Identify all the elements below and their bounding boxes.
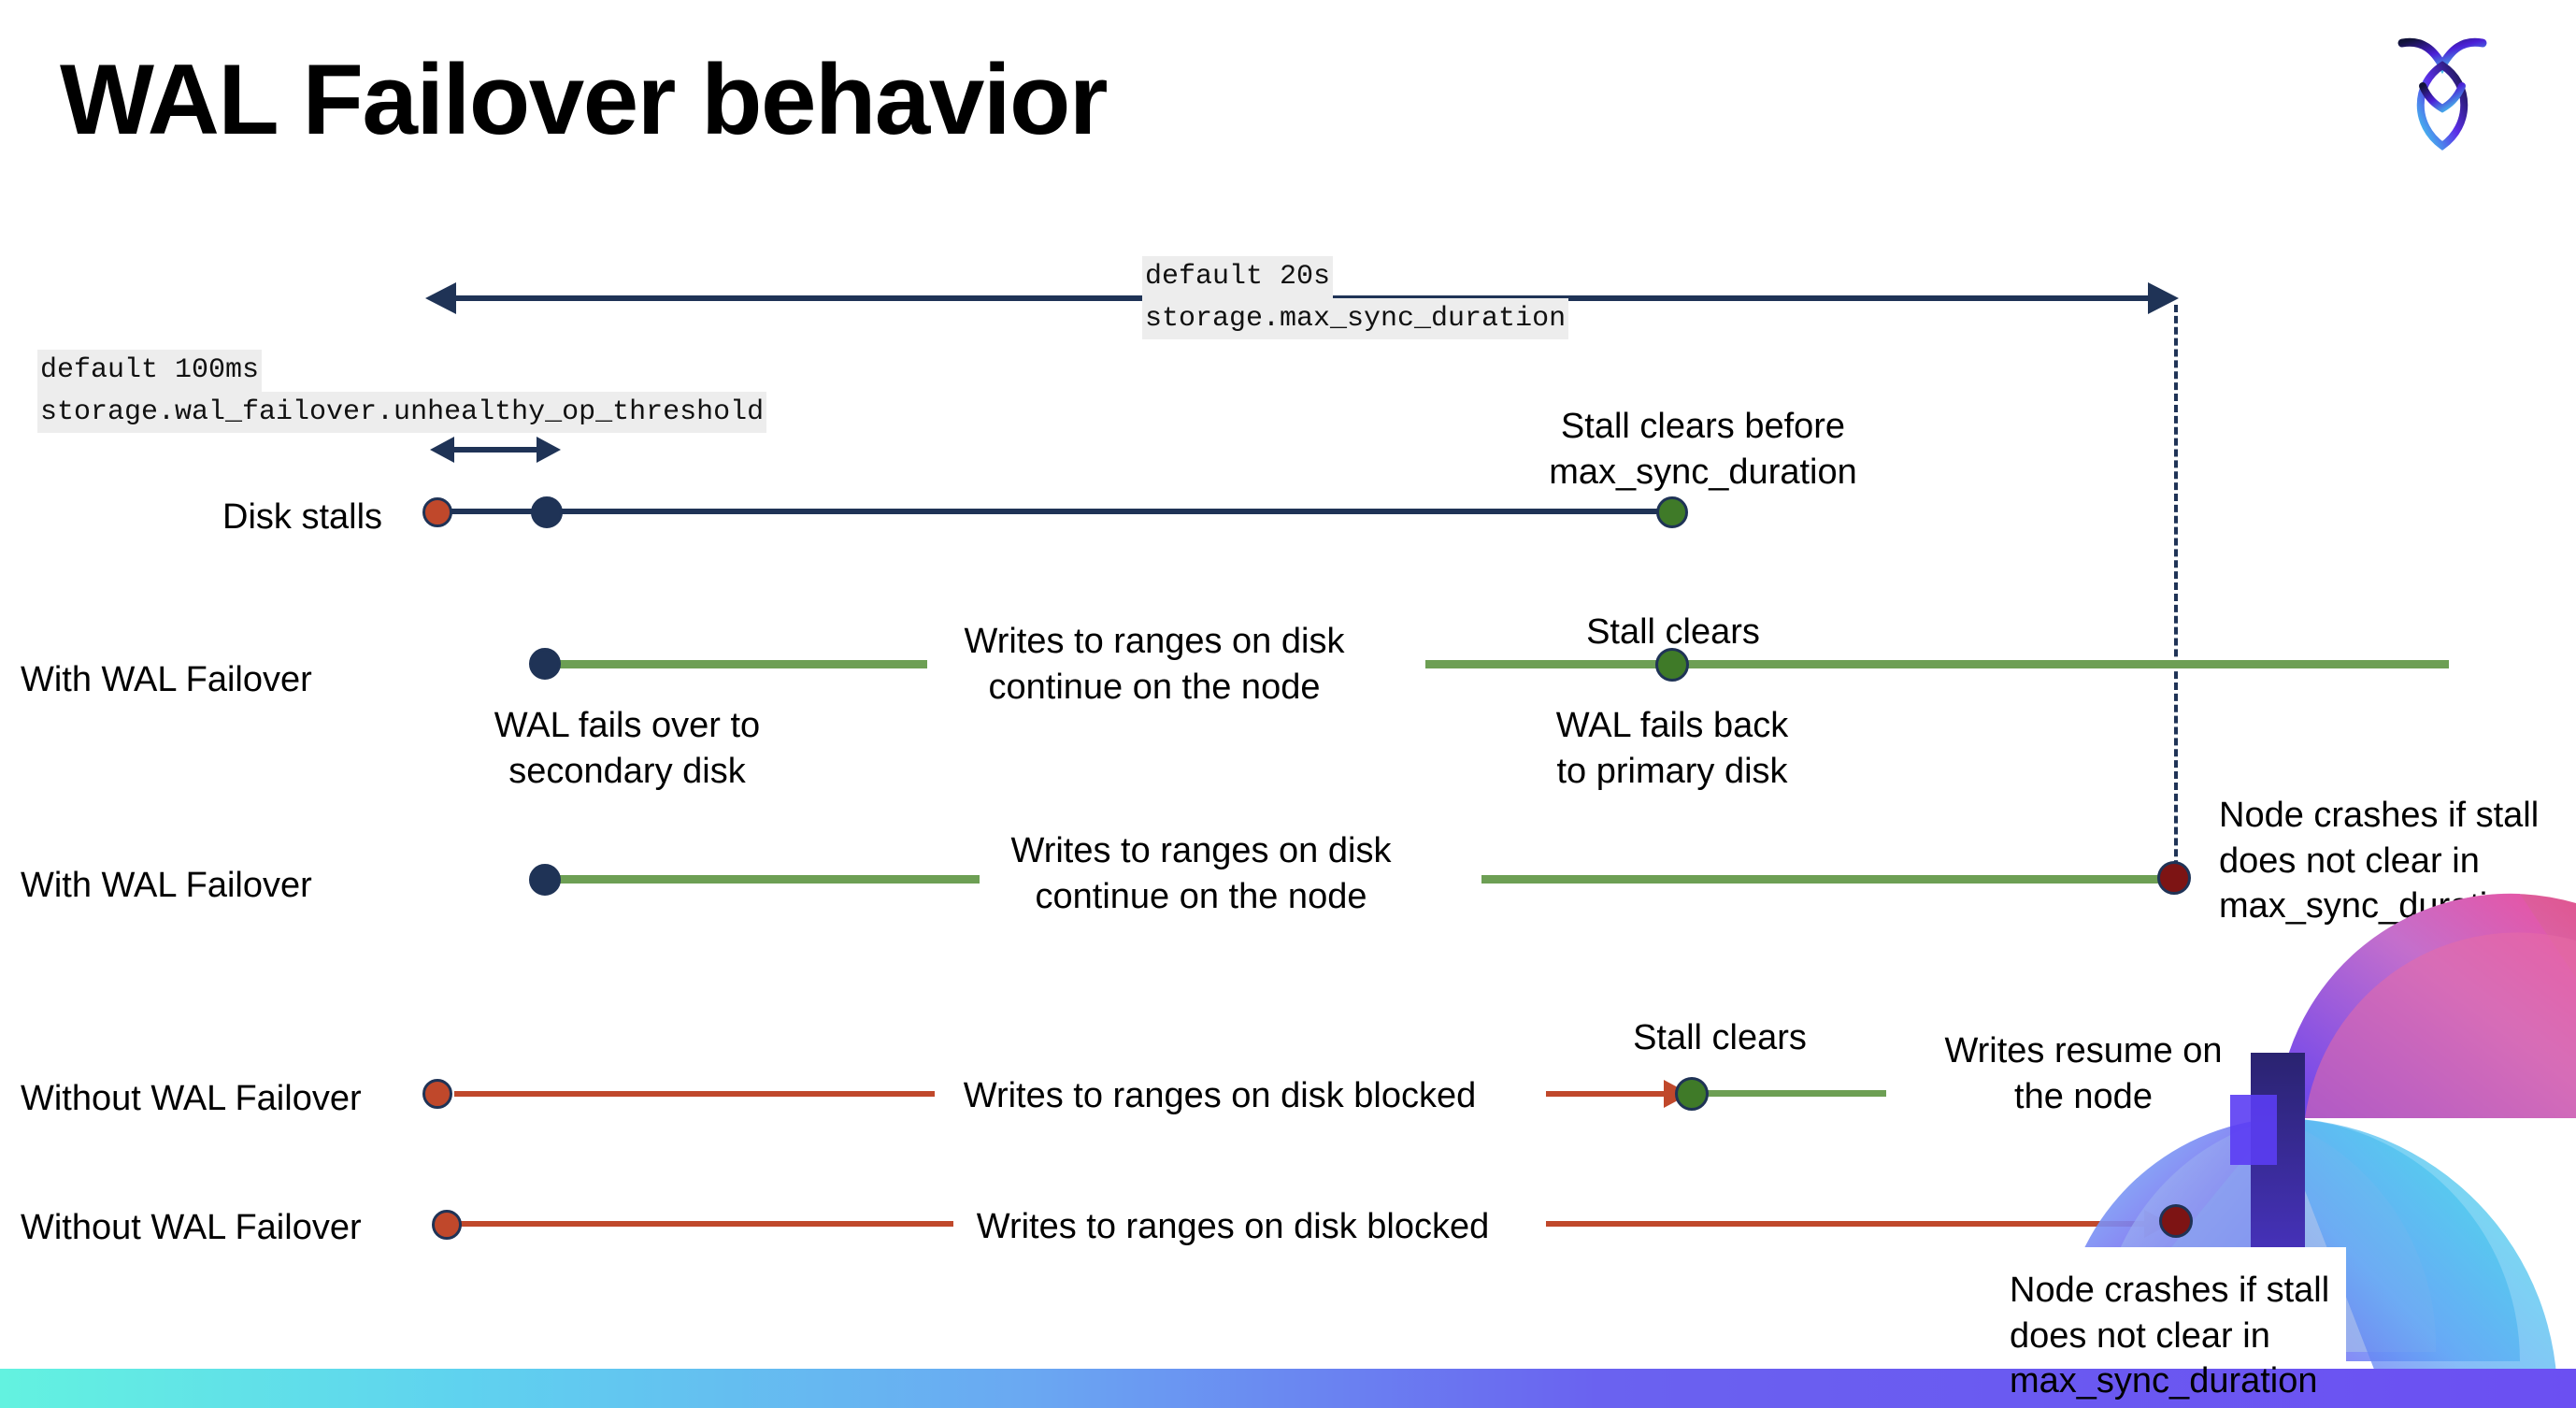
with-wal-failover-1-start-note: WAL fails over to secondary disk — [494, 706, 761, 791]
without-wal-failover-2-mid-note: Writes to ranges on disk blocked — [976, 1207, 1490, 1246]
with-wal-failover-1-mid-note: Writes to ranges on disk continue on the… — [964, 622, 1345, 707]
with-wal-failover-1-line-left — [546, 660, 927, 668]
with-wal-failover-1-start-dot — [529, 648, 561, 680]
with-wal-failover-1-event-note: Stall clears — [1586, 612, 1760, 652]
without-wal-failover-2-start-dot — [432, 1210, 462, 1240]
without-wal-failover-1-mid-note: Writes to ranges on disk blocked — [963, 1076, 1477, 1115]
without-wal-failover-2-crash-note: Node crashes if stall does not clear in … — [2010, 1271, 2330, 1401]
with-wal-failover-2-crash-note: Node crashes if stall does not clear in … — [2219, 796, 2540, 927]
disk-stall-start-dot — [422, 497, 452, 527]
without-wal-failover-2-crash-dot — [2159, 1204, 2193, 1238]
max-sync-setting-name: storage.max_sync_duration — [1142, 297, 1569, 340]
max-sync-arrow-left-head — [425, 282, 456, 314]
bottom-gradient-bar — [0, 1369, 2576, 1408]
with-wal-failover-1-failback-note: WAL fails back to primary disk — [1555, 706, 1789, 791]
cockroachdb-logo — [2382, 26, 2503, 157]
without-wal-failover-1-green-line-far — [2290, 1090, 2449, 1097]
with-wal-failover-2-start-dot — [529, 864, 561, 896]
unhealthy-op-span-line — [452, 447, 538, 453]
without-wal-failover-1-resume-note: Writes resume on the node — [1944, 1031, 2223, 1116]
unhealthy-op-setting-name: storage.wal_failover.unhealthy_op_thresh… — [37, 391, 767, 434]
with-wal-failover-1-clears-dot — [1655, 648, 1689, 682]
disk-stalls-clears-note: Stall clears before max_sync_duration — [1549, 407, 1857, 492]
unhealthy-op-arrow-left-head — [430, 437, 454, 463]
max-sync-arrow-right-head — [2148, 282, 2179, 314]
without-wal-failover-2-line-left — [460, 1221, 953, 1227]
unhealthy-op-arrow-right-head — [537, 437, 561, 463]
unhealthy-op-threshold-label: default 100ms storage.wal_failover.unhea… — [37, 350, 767, 434]
page-title: WAL Failover behavior — [60, 43, 1109, 155]
row-label-disk-stalls: Disk stalls — [222, 497, 383, 537]
row-label-without-wal-failover-2: Without WAL Failover — [21, 1208, 362, 1247]
disk-stall-clears-dot — [1656, 496, 1688, 528]
max-sync-dashed-connector — [2174, 305, 2178, 879]
without-wal-failover-1-clears-dot — [1675, 1077, 1709, 1111]
without-wal-failover-1-line-right — [1546, 1091, 1667, 1097]
without-wal-failover-1-green-line — [1703, 1090, 1886, 1097]
with-wal-failover-2-line-right — [1481, 875, 2173, 884]
with-wal-failover-2-line-left — [546, 875, 980, 884]
row-label-without-wal-failover-1: Without WAL Failover — [21, 1079, 362, 1118]
row-label-with-wal-failover-1: With WAL Failover — [21, 660, 312, 699]
unhealthy-op-default-text: default 100ms — [37, 350, 263, 392]
without-wal-failover-1-line-left — [454, 1091, 935, 1097]
without-wal-failover-1-start-dot — [422, 1079, 452, 1109]
max-sync-duration-label: default 20s storage.max_sync_duration — [1142, 256, 1569, 340]
without-wal-failover-1-event-note: Stall clears — [1633, 1018, 1807, 1057]
row-label-with-wal-failover-2: With WAL Failover — [21, 866, 312, 905]
with-wal-failover-2-crash-dot — [2157, 861, 2191, 895]
with-wal-failover-2-mid-note: Writes to ranges on disk continue on the… — [1010, 831, 1392, 916]
with-wal-failover-1-line-right — [1425, 660, 2449, 668]
without-wal-failover-2-line-right — [1546, 1221, 2148, 1227]
disk-stalls-timeline — [439, 509, 1678, 514]
max-sync-default-text: default 20s — [1142, 256, 1334, 298]
disk-stall-failover-dot — [531, 496, 563, 528]
